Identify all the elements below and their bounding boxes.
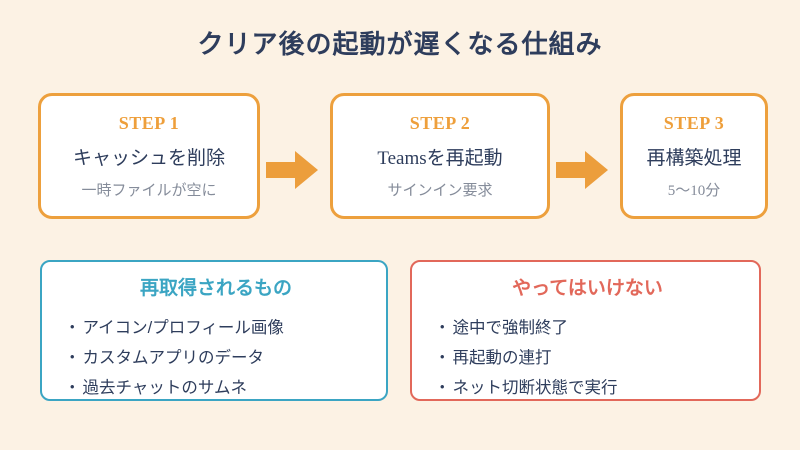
- bullet-icon: ・: [64, 349, 81, 367]
- step-2-label: STEP 2: [409, 112, 471, 133]
- list-item: ・途中で強制終了: [434, 313, 741, 343]
- dont-do-card: やってはいけない ・途中で強制終了 ・再起動の連打 ・ネット切断状態で実行: [410, 260, 761, 401]
- bullet-icon: ・: [434, 319, 451, 337]
- step-2-sub-text: サインイン要求: [387, 182, 493, 199]
- bullet-icon: ・: [64, 319, 81, 337]
- flow-arrow-icon: [266, 150, 318, 190]
- list-item: ・再起動の連打: [434, 343, 741, 373]
- bullet-icon: ・: [434, 379, 451, 397]
- list-item-label: カスタムアプリのデータ: [82, 349, 265, 367]
- step-3-sub-text: 5〜10分: [667, 182, 721, 199]
- flow-arrow-icon: [556, 150, 608, 190]
- list-item-label: 途中で強制終了: [452, 319, 569, 337]
- list-item-label: ネット切断状態で実行: [452, 379, 618, 397]
- list-item-label: 再起動の連打: [452, 349, 552, 367]
- step-2-card: STEP 2 Teamsを再起動 サインイン要求: [330, 93, 550, 219]
- list-item-label: 過去チャットのサムネ: [82, 379, 248, 397]
- list-item-label: アイコン/プロフィール画像: [82, 319, 284, 337]
- bullet-icon: ・: [434, 349, 451, 367]
- step-3-card: STEP 3 再構築処理 5〜10分: [620, 93, 768, 219]
- dont-do-title: やってはいけない: [512, 278, 663, 299]
- step-1-sub-text: 一時ファイルが空に: [81, 182, 217, 199]
- list-item: ・ネット切断状態で実行: [434, 373, 741, 403]
- reacquired-items-card: 再取得されるもの ・アイコン/プロフィール画像 ・カスタムアプリのデータ ・過去…: [40, 260, 388, 401]
- step-1-label: STEP 1: [118, 112, 180, 133]
- bullet-icon: ・: [64, 379, 81, 397]
- list-item: ・アイコン/プロフィール画像: [64, 313, 368, 343]
- page-title: クリア後の起動が遅くなる仕組み: [197, 29, 603, 59]
- list-item: ・過去チャットのサムネ: [64, 373, 368, 403]
- list-item: ・カスタムアプリのデータ: [64, 343, 368, 373]
- step-1-main-text: キャッシュを削除: [72, 147, 225, 169]
- step-3-label: STEP 3: [663, 112, 725, 133]
- step-1-card: STEP 1 キャッシュを削除 一時ファイルが空に: [38, 93, 260, 219]
- step-2-main-text: Teamsを再起動: [377, 147, 503, 169]
- step-3-main-text: 再構築処理: [646, 147, 742, 169]
- reacquired-items-title: 再取得されるもの: [139, 278, 292, 299]
